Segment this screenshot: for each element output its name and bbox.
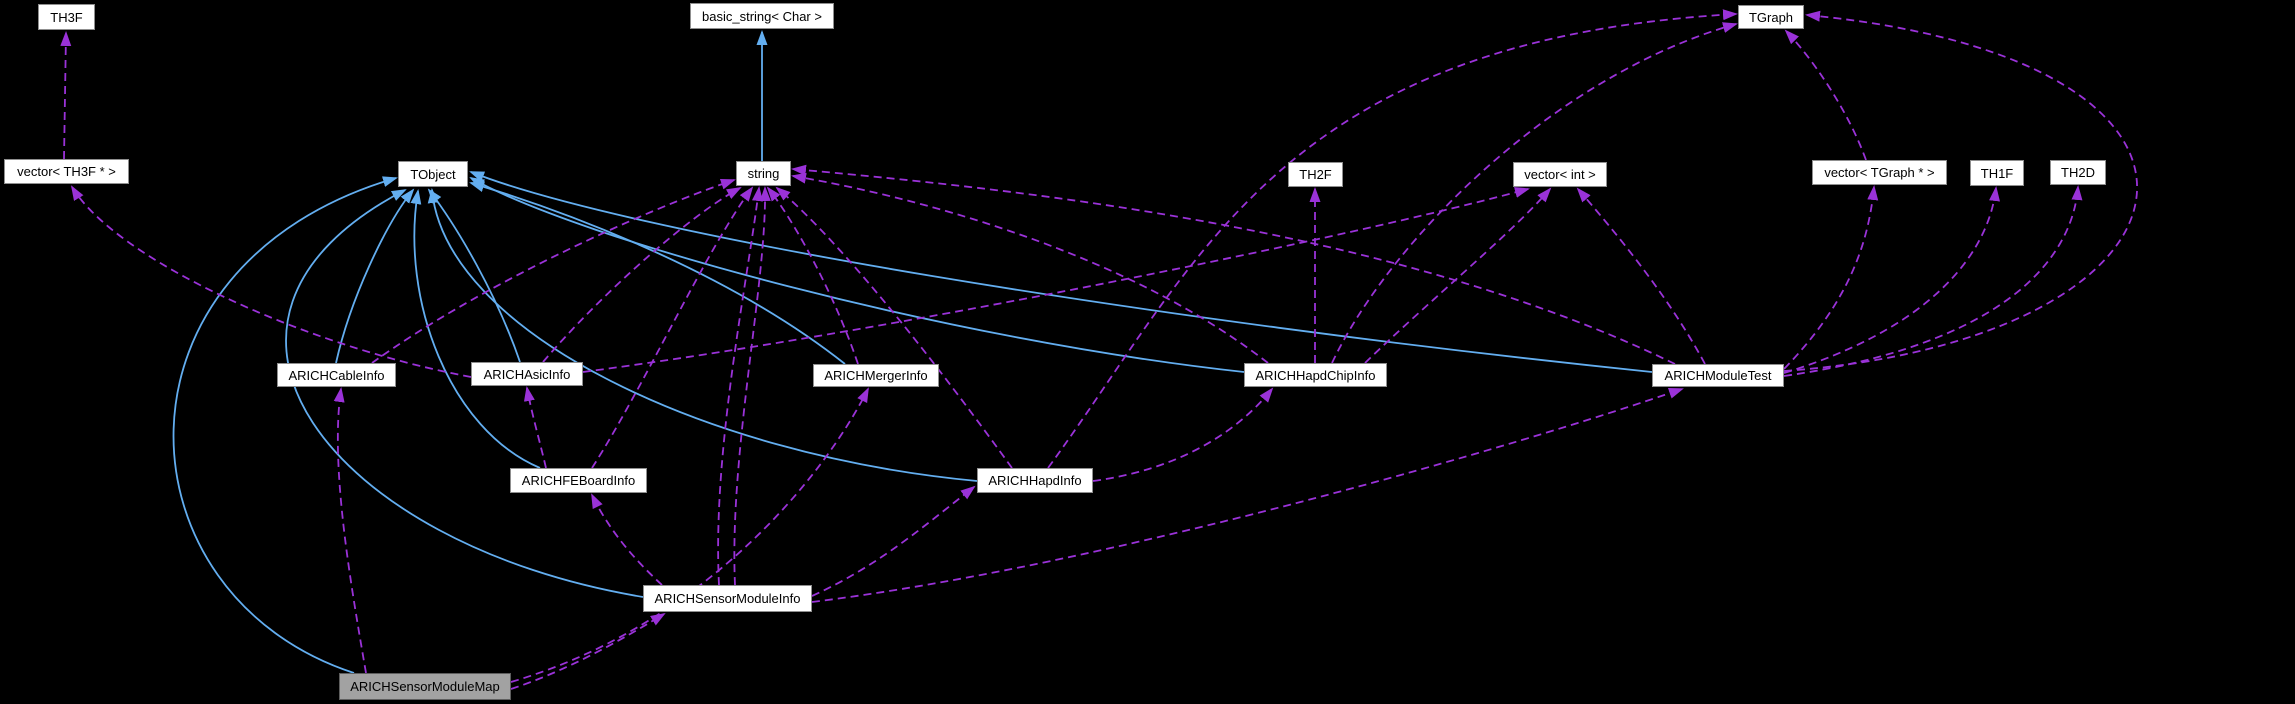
edge-sminfo-mtest bbox=[811, 388, 1684, 603]
node-ARICHSensorModuleInfo[interactable]: ARICHSensorModuleInfo bbox=[643, 585, 812, 612]
node-TH2D[interactable]: TH2D bbox=[2050, 160, 2106, 185]
edge-asic-vecint bbox=[582, 187, 1530, 373]
edge-mtest-th2d bbox=[1783, 185, 2083, 377]
node-TH2F[interactable]: TH2F bbox=[1288, 162, 1343, 187]
node-vector< TGraph * >[interactable]: vector< TGraph * > bbox=[1812, 160, 1947, 185]
node-ARICHAsicInfo[interactable]: ARICHAsicInfo bbox=[471, 362, 583, 386]
edge-sminfo-string bbox=[717, 186, 763, 586]
node-TGraph[interactable]: TGraph bbox=[1738, 5, 1804, 29]
edge-smmap-cable bbox=[333, 387, 367, 674]
edge-smmap-sminfo bbox=[510, 612, 666, 690]
edge-mtest-th1f bbox=[1783, 186, 2000, 374]
edge-feboard-string bbox=[591, 186, 754, 469]
edge-smmap-tobject bbox=[172, 176, 398, 674]
edge-merger-tobject bbox=[469, 181, 846, 365]
edge-sminfo-feboard bbox=[591, 493, 663, 586]
edge-chip-tobject bbox=[469, 177, 1245, 373]
edge-mtest-vecint bbox=[1576, 187, 1706, 365]
node-ARICHMergerInfo[interactable]: ARICHMergerInfo bbox=[813, 364, 939, 387]
edge-sminfo-string bbox=[733, 186, 771, 586]
node-ARICHModuleTest[interactable]: ARICHModuleTest bbox=[1652, 364, 1784, 387]
edge-feboard-tobject bbox=[410, 189, 541, 469]
edge-hapd-chip bbox=[1092, 387, 1274, 482]
edge-asic-string bbox=[542, 187, 742, 363]
edge-mtest-tgraph bbox=[1783, 10, 2138, 372]
edge-cable-tobject bbox=[335, 188, 415, 364]
edge-sminfo-tobject bbox=[285, 189, 644, 598]
edge-sminfo-hapd bbox=[811, 485, 976, 597]
edge-mtest-vectgraph bbox=[1783, 185, 1879, 370]
edge-feboard-asic bbox=[523, 386, 547, 469]
edge-merger-string bbox=[766, 186, 859, 365]
node-ARICHFEBoardInfo[interactable]: ARICHFEBoardInfo bbox=[510, 468, 647, 493]
edge-cable-string bbox=[371, 178, 736, 364]
edge-chip-tgraph bbox=[1331, 22, 1738, 364]
node-TObject[interactable]: TObject bbox=[398, 161, 468, 187]
node-string[interactable]: string bbox=[736, 161, 791, 186]
node-ARICHCableInfo[interactable]: ARICHCableInfo bbox=[277, 363, 396, 387]
edge-asic-tobject bbox=[427, 188, 521, 363]
node-basic_string< Char >[interactable]: basic_string< Char > bbox=[690, 3, 834, 29]
node-ARICHHapdChipInfo[interactable]: ARICHHapdChipInfo bbox=[1244, 363, 1387, 387]
edge-hapd-string bbox=[775, 186, 1013, 469]
edge-mtest-tobject bbox=[469, 171, 1653, 373]
edge-vecth3f-th3f bbox=[60, 31, 72, 160]
node-ARICHHapdInfo[interactable]: ARICHHapdInfo bbox=[977, 468, 1093, 493]
node-TH1F[interactable]: TH1F bbox=[1970, 160, 2024, 186]
edge-chip-string bbox=[791, 172, 1269, 364]
edge-vectgraph-tgraph bbox=[1784, 29, 1867, 161]
edge-chip-vecint bbox=[1364, 187, 1552, 364]
edge-hapd-tgraph bbox=[1047, 9, 1738, 469]
edge-mtest-string bbox=[791, 164, 1676, 365]
node-vector< TH3F * >[interactable]: vector< TH3F * > bbox=[4, 159, 129, 184]
edge-smmap-merger bbox=[510, 387, 869, 683]
edge-hapd-tobject bbox=[427, 188, 978, 482]
edge-asic-vecth3f bbox=[70, 185, 472, 378]
node-vector< int >[interactable]: vector< int > bbox=[1513, 162, 1607, 187]
node-TH3F[interactable]: TH3F bbox=[38, 4, 95, 30]
node-ARICHSensorModuleMap: ARICHSensorModuleMap bbox=[339, 673, 511, 700]
